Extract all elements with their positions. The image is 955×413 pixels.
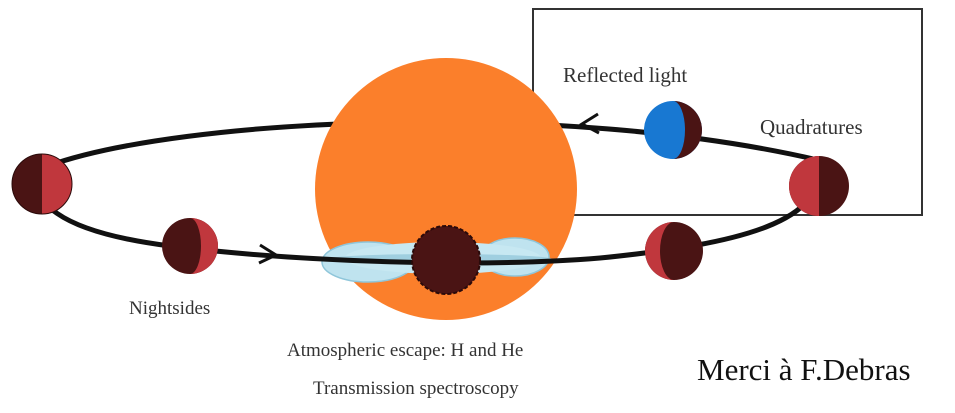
atmospheric-escape-label: Atmospheric escape: H and He: [287, 340, 524, 361]
orbit-arrow-top: [578, 112, 600, 135]
reflected-light-box: [532, 8, 923, 216]
planet-left: [11, 153, 73, 215]
planet-lower-right: [645, 222, 703, 280]
credit-label: Merci à F.Debras: [697, 352, 911, 387]
planet-lower-left: [162, 218, 218, 274]
nightsides-label: Nightsides: [129, 298, 211, 319]
reflected-light-label: Reflected light: [563, 63, 688, 87]
planet-transiting: [411, 225, 481, 295]
planet-quadrature: [789, 156, 849, 216]
transmission-label: Transmission spectroscopy: [313, 378, 519, 399]
orbit-arrow-bottom: [258, 243, 280, 265]
planet-reflected: [644, 101, 702, 159]
quadratures-label: Quadratures: [760, 115, 863, 139]
